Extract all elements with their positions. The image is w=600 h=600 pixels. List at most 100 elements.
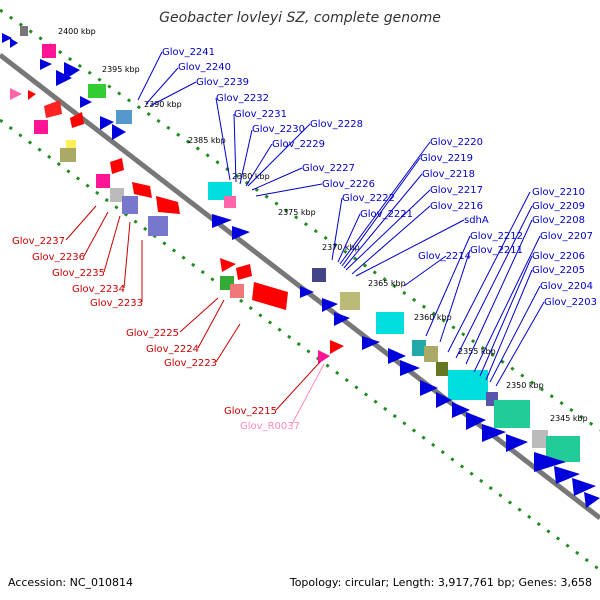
gene-feature bbox=[312, 268, 326, 282]
gene-label: Glov_2220 bbox=[430, 137, 483, 148]
kbp-label: 2365 kbp bbox=[368, 279, 406, 288]
gene-feature bbox=[42, 44, 56, 58]
gene-feature bbox=[420, 380, 438, 396]
gene-feature bbox=[448, 370, 488, 400]
gene-feature bbox=[494, 400, 530, 428]
gene-label: Glov_2226 bbox=[322, 179, 375, 190]
gene-feature bbox=[40, 59, 52, 70]
gene-feature bbox=[66, 140, 76, 154]
topology-text: Topology: circular; Length: 3,917,761 bp… bbox=[289, 576, 592, 589]
gene-label: Glov_2218 bbox=[422, 169, 475, 180]
kbp-label: 2350 kbp bbox=[506, 381, 544, 390]
gene-feature bbox=[80, 96, 92, 108]
pink-leader-line bbox=[291, 363, 325, 425]
gene-feature bbox=[554, 466, 580, 484]
gene-feature bbox=[212, 214, 232, 228]
gene-feature bbox=[20, 26, 28, 36]
gene-feature bbox=[400, 360, 420, 376]
gene-label: Glov_2216 bbox=[430, 201, 483, 212]
gene-label: Glov_2237 bbox=[12, 236, 65, 247]
gene-feature bbox=[230, 284, 244, 298]
gene-label: Glov_2232 bbox=[216, 93, 269, 104]
gene-feature bbox=[56, 70, 72, 86]
gene-label: Glov_2214 bbox=[418, 251, 471, 262]
gene-feature bbox=[10, 38, 18, 48]
gene-label: Glov_2210 bbox=[532, 187, 585, 198]
gene-feature bbox=[388, 348, 406, 364]
gene-label: Glov_2235 bbox=[52, 268, 105, 279]
gene-feature bbox=[466, 412, 486, 430]
gene-label: Glov_2224 bbox=[146, 344, 199, 355]
gene-feature bbox=[318, 350, 330, 364]
kbp-label: 2345 kbp bbox=[550, 414, 588, 423]
gene-label: Glov_2225 bbox=[126, 328, 179, 339]
kbp-scale-labels: 2400 kbp 2395 kbp 2390 kbp 2385 kbp 2380… bbox=[58, 27, 588, 423]
map-title: Geobacter lovleyi SZ, complete genome bbox=[159, 10, 441, 26]
gene-feature bbox=[362, 336, 380, 350]
gene-label: Glov_2211 bbox=[470, 245, 523, 256]
gene-feature bbox=[584, 492, 600, 508]
gene-feature bbox=[148, 216, 168, 236]
gene-label: Glov_2203 bbox=[544, 297, 597, 308]
gene-feature bbox=[156, 196, 180, 214]
kbp-label: 2375 kbp bbox=[278, 208, 316, 217]
gene-label: Glov_2204 bbox=[540, 281, 593, 292]
gene-label: Glov_2229 bbox=[272, 139, 325, 150]
gene-label: sdhA bbox=[464, 215, 489, 226]
gene-feature bbox=[436, 362, 448, 376]
blue-leader-lines bbox=[137, 51, 545, 387]
gene-label: Glov_2230 bbox=[252, 124, 305, 135]
gene-feature bbox=[64, 62, 80, 80]
gene-feature bbox=[28, 90, 36, 100]
gene-label: Glov_2239 bbox=[196, 77, 249, 88]
gene-feature bbox=[34, 120, 48, 134]
gene-feature bbox=[340, 292, 360, 310]
gene-feature bbox=[70, 112, 84, 128]
gene-feature bbox=[436, 392, 452, 408]
kbp-label: 2390 kbp bbox=[144, 100, 182, 109]
gene-label: Glov_2206 bbox=[532, 251, 585, 262]
gene-label: Glov_2208 bbox=[532, 215, 585, 226]
gene-label: Glov_2233 bbox=[90, 298, 143, 309]
gene-label: Glov_2221 bbox=[360, 209, 413, 220]
gene-feature bbox=[506, 434, 528, 452]
gene-feature bbox=[236, 264, 252, 280]
gene-label: Glov_2205 bbox=[532, 265, 585, 276]
gene-feature bbox=[412, 340, 426, 356]
gene-feature bbox=[482, 424, 506, 442]
gene-label: Glov_2215 bbox=[224, 406, 277, 417]
gene-feature bbox=[208, 182, 232, 200]
gene-label: Glov_2236 bbox=[32, 252, 85, 263]
gene-label: Glov_2222 bbox=[342, 193, 395, 204]
gene-feature bbox=[2, 33, 12, 43]
red-leader-lines bbox=[65, 205, 321, 411]
gene-feature bbox=[322, 298, 338, 312]
gene-label: Glov_2207 bbox=[540, 231, 593, 242]
kbp-label: 2400 kbp bbox=[58, 27, 96, 36]
accession-text: Accession: NC_010814 bbox=[8, 576, 133, 589]
gene-label: Glov_2240 bbox=[178, 62, 231, 73]
gene-feature bbox=[132, 182, 152, 198]
gene-feature bbox=[424, 346, 438, 362]
gene-feature bbox=[452, 402, 470, 418]
gene-feature bbox=[220, 258, 236, 272]
gene-feature bbox=[376, 312, 404, 334]
outer-tick-line bbox=[0, 8, 600, 432]
gene-feature bbox=[112, 124, 126, 140]
gene-label: Glov_2212 bbox=[470, 231, 523, 242]
gene-feature bbox=[330, 340, 344, 354]
kbp-label: 2355 kbp bbox=[458, 347, 496, 356]
gene-feature bbox=[44, 100, 62, 118]
gene-feature bbox=[534, 452, 566, 472]
gene-label: Glov_2231 bbox=[234, 109, 287, 120]
gene-feature bbox=[252, 282, 288, 310]
kbp-label: 2360 kbp bbox=[414, 313, 452, 322]
kbp-label: 2395 kbp bbox=[102, 65, 140, 74]
gene-label: Glov_R0037 bbox=[240, 421, 300, 432]
gene-feature bbox=[116, 110, 132, 124]
gene-features bbox=[2, 26, 600, 508]
blue-gene-labels: Glov_2241 Glov_2240 Glov_2239 Glov_2232 … bbox=[162, 47, 597, 308]
gene-feature bbox=[96, 174, 110, 188]
kbp-label: 2385 kbp bbox=[188, 136, 226, 145]
